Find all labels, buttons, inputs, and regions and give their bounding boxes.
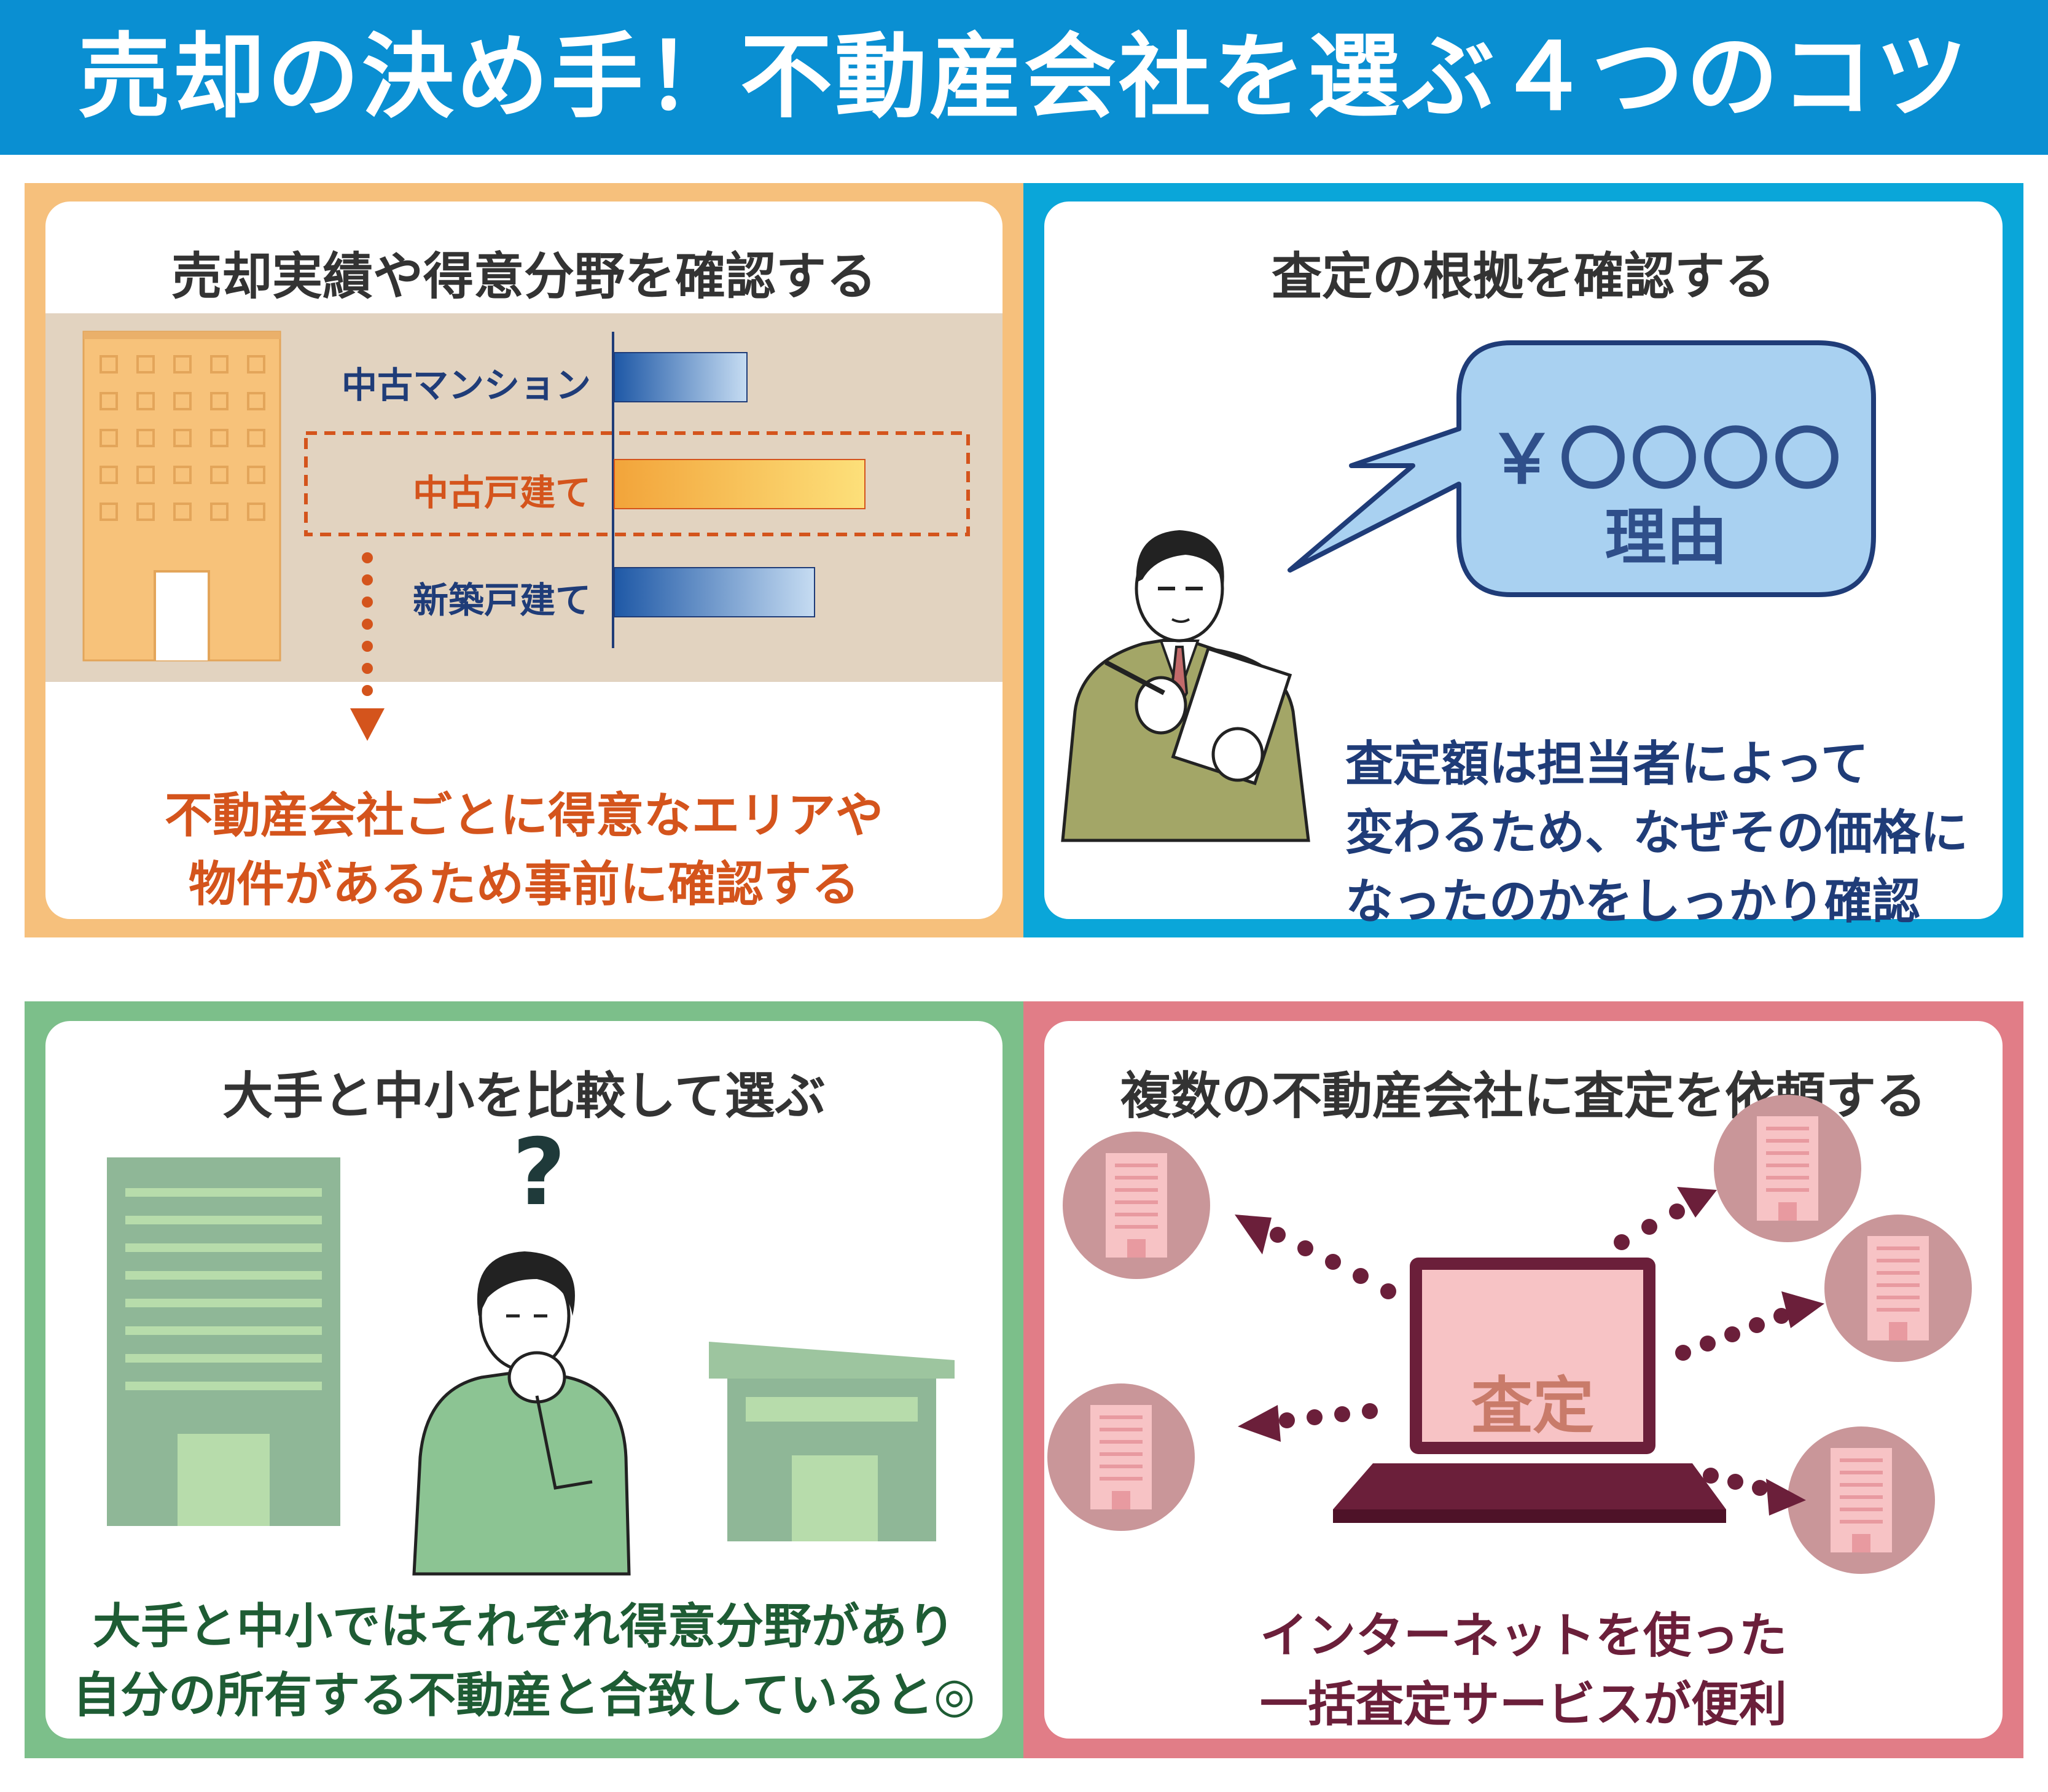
- company-building-icon: [1047, 1383, 1195, 1531]
- panel-title-compare: 大手と中小を比較して選ぶ: [222, 1067, 826, 1125]
- card-sales-record: 売却実績や得意分野を確認する: [45, 202, 1003, 919]
- network-illustration: [1044, 1119, 2003, 1586]
- bar-chart: [614, 352, 866, 617]
- caption-line: インターネットを使った: [1259, 1608, 1787, 1664]
- panel-title-multiple-appraisal: 複数の不動産会社に査定を依頼する: [1120, 1067, 1926, 1125]
- bar-label-new-house: 新築戸建て: [412, 579, 591, 621]
- large-building-illustration: [107, 1157, 340, 1526]
- panel-multiple-appraisal: 複数の不動産会社に査定を依頼する: [1023, 1001, 2023, 1758]
- caption-line: なったのかをしっかり確認: [1345, 874, 1921, 929]
- caption-appraisal-basis: 査定額は担当者によって 変わるため、なぜその価格に なったのかをしっかり確認: [1345, 730, 1968, 936]
- bar-label-used-house: 中古戸建て: [412, 472, 591, 514]
- caption-line: 大手と中小ではそれぞれ得意分野があり: [92, 1599, 955, 1654]
- company-building-icon: [1063, 1132, 1210, 1279]
- panel-compare: 大手と中小を比較して選ぶ ? 大手と中小ではそれぞれ: [25, 1001, 1023, 1758]
- bar-label-used-mansion: 中古マンション: [341, 364, 591, 406]
- building-illustration: [82, 331, 970, 662]
- header-banner: 売却の決め手！不動産会社を選ぶ４つのコツ: [0, 0, 2048, 155]
- businessman-illustration: [1061, 530, 1310, 842]
- speech-bubble-icon: [1288, 340, 1876, 597]
- caption-compare: 大手と中小ではそれぞれ得意分野があり 自分の所有する不動産と合致していると◎: [45, 1592, 1003, 1730]
- caption-line: 自分の所有する不動産と合致していると◎: [72, 1668, 975, 1723]
- chart-band: 中古マンション 中古戸建て 新築戸建て: [45, 313, 1003, 682]
- bar-used-mansion: [614, 352, 748, 402]
- caption-line: 物件があるため事前に確認する: [188, 857, 859, 912]
- thinking-person-illustration: [412, 1251, 631, 1576]
- bubble-reason: 理由: [1604, 501, 1728, 573]
- page-title: 売却の決め手！不動産会社を選ぶ４つのコツ: [77, 24, 1970, 131]
- company-building-icon: [1788, 1426, 1935, 1574]
- bar-used-house: [614, 459, 866, 509]
- bar-new-house: [614, 567, 815, 617]
- card-appraisal-basis: 査定の根拠を確認する ￥〇〇〇〇 理由 査定額は担当者によって 変わるため、なぜ…: [1044, 202, 2003, 929]
- caption-multiple-appraisal: インターネットを使った 一括査定サービスが便利: [1044, 1602, 2003, 1739]
- panel-sales-record: 売却実績や得意分野を確認する: [25, 183, 1023, 937]
- caption-line: 不動産会社ごとに得意なエリアや: [164, 788, 883, 843]
- caption-line: 一括査定サービスが便利: [1259, 1677, 1787, 1732]
- caption-line: 査定額は担当者によって: [1345, 737, 1869, 792]
- laptop-screen-text: 査定: [1471, 1370, 1594, 1442]
- panel-title-appraisal-basis: 査定の根拠を確認する: [1271, 248, 1775, 306]
- panel-appraisal-basis: 査定の根拠を確認する ￥〇〇〇〇 理由 査定額は担当者によって 変わるため、なぜ…: [1023, 183, 2023, 937]
- company-building-icon: [1824, 1215, 1972, 1362]
- caption-line: 変わるため、なぜその価格に: [1345, 805, 1969, 861]
- bubble-price: ￥〇〇〇〇: [1488, 420, 1845, 499]
- small-building-illustration: [709, 1342, 955, 1541]
- caption-sales-record: 不動産会社ごとに得意なエリアや 物件があるため事前に確認する: [45, 781, 1003, 919]
- dotted-arrow-down-icon: [350, 552, 385, 741]
- company-building-icon: [1714, 1095, 1861, 1242]
- panel-title-sales-record: 売却実績や得意分野を確認する: [171, 248, 877, 306]
- card-compare: 大手と中小を比較して選ぶ ? 大手と中小ではそれぞれ: [45, 1021, 1003, 1739]
- card-multiple-appraisal: 複数の不動産会社に査定を依頼する: [1044, 1021, 2003, 1739]
- question-mark-icon: ?: [512, 1119, 566, 1226]
